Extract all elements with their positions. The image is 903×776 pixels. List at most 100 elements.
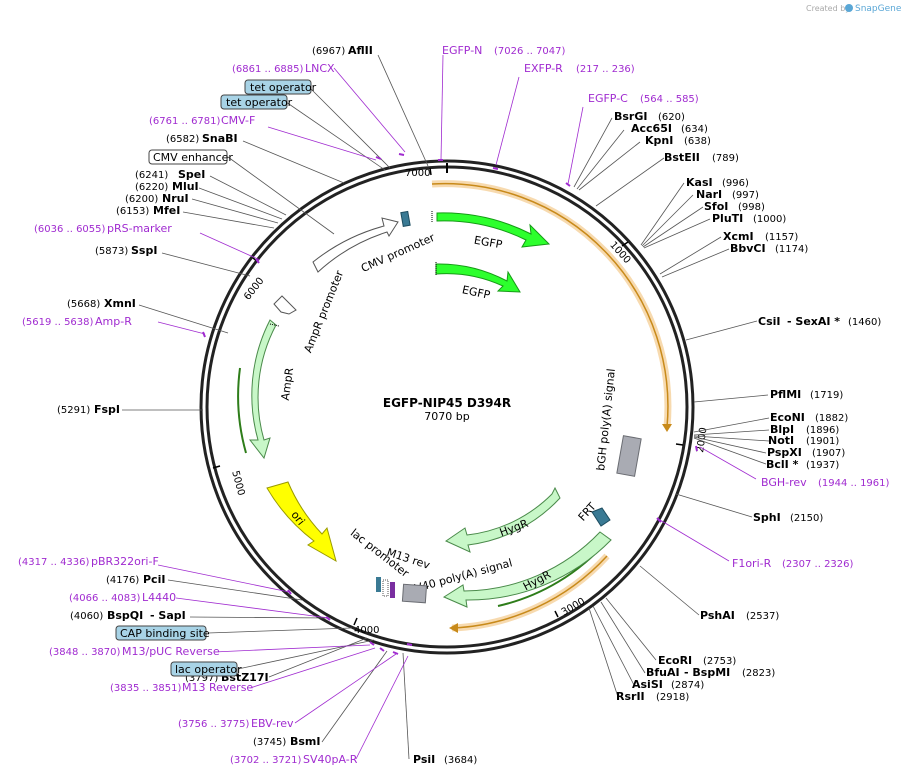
svg-text:(1719): (1719) [810,390,843,401]
enzyme-label-pflmi: PflMI (1719) [770,388,843,401]
svg-text:Amp-R: Amp-R [95,315,132,328]
svg-text:(3702 .. 3721): (3702 .. 3721) [230,755,302,766]
primer-label-m13-reverse: (3835 .. 3851)M13 Reverse [110,681,253,694]
svg-text:EGFP-N: EGFP-N [442,44,482,57]
svg-text:(3745): (3745) [253,737,286,748]
hygr-label-1: HygR [498,517,530,539]
svg-text:SspI: SspI [131,244,157,257]
enzyme-label-mfei: (6153)MfeI [116,204,180,217]
hygr-arrow-1 [444,486,561,553]
enzyme-label-nrui: (6200)NruI [125,192,189,205]
enzyme-label-xcmi: XcmI(1157) [723,230,798,243]
svg-text:3000: 3000 [560,596,588,618]
svg-text:CMV-F: CMV-F [221,114,255,127]
svg-text:tet operator: tet operator [226,96,293,109]
enzyme-label-kasi: KasI(996) [686,176,749,189]
svg-text:(2874): (2874) [671,680,704,691]
svg-text:PciI: PciI [143,573,165,586]
svg-text:5000: 5000 [229,470,246,497]
svg-text:F1ori-R: F1ori-R [732,557,772,570]
svg-text:(5291): (5291) [57,405,90,416]
svg-text:BstEII: BstEII [664,151,700,164]
svg-text:7000: 7000 [405,168,430,179]
svg-text:PflMI: PflMI [770,388,801,401]
enzyme-label-sphi: SphI(2150) [753,511,823,524]
svg-text:KasI: KasI [686,176,713,189]
primer-label-egfp-c: EGFP-C(564 .. 585) [588,92,699,105]
enzyme-label-bfuai: BfuAI- BspMI(2823) [646,666,775,679]
enzyme-label-bsmi: (3745) BsmI [253,735,321,748]
enzyme-label-bsrgi: BsrGI (620) [614,110,685,123]
egfp-arrow-1 [436,212,551,248]
enzyme-label-fspi: (5291) FspI [57,403,120,416]
ampr-promoter-arrow [273,295,297,315]
svg-text:(3848 .. 3870): (3848 .. 3870) [49,647,121,658]
box-label-cmv-enhancer: CMV enhancer [148,149,233,165]
enzyme-label-bspqi: (4060)BspQI- SapI [70,609,186,622]
enzyme-label-kpni: KpnI(638) [645,134,711,147]
svg-text:(997): (997) [732,190,759,201]
enzyme-label-xmni: (5668)XmnI [67,297,136,310]
svg-text:BsrGI: BsrGI [614,110,647,123]
primer-label-l4440: (4066 .. 4083)L4440 [69,591,176,604]
svg-text:SfoI: SfoI [704,200,728,213]
svg-text:RsrII: RsrII [616,690,645,703]
svg-text:M13 Reverse: M13 Reverse [182,681,253,694]
orf-arc-top-arrowhead [662,424,672,432]
svg-text:PshAI: PshAI [700,609,735,622]
svg-text:- SapI: - SapI [150,609,186,622]
primer-label-prs-marker: (6036 .. 6055)pRS-marker [34,222,172,235]
hygr-label-2: HygR [521,568,553,593]
svg-text:(998): (998) [738,202,765,213]
svg-text:FspI: FspI [94,403,120,416]
primer-label-sv40pa-r: (3702 .. 3721)SV40pA-R [230,753,358,766]
lac-feature-block-1 [376,577,381,592]
svg-text:tet operator: tet operator [250,81,317,94]
box-label-tet-operator-2: tet operator [220,94,293,110]
svg-text:M13/pUC Reverse: M13/pUC Reverse [122,645,220,658]
enzyme-label-pcii: (4176) PciI [106,573,165,586]
primer-marks [202,153,698,655]
svg-text:(3756 .. 3775): (3756 .. 3775) [178,719,250,730]
svg-text:LNCX: LNCX [305,62,335,75]
enzyme-label-ecori: EcoRI(2753) [658,654,736,667]
svg-text:(3835 .. 3851): (3835 .. 3851) [110,683,182,694]
primer-label-lncx: (6861 .. 6885)LNCX [232,62,335,75]
svg-text:BbvCI: BbvCI [730,242,766,255]
svg-text:(2918): (2918) [656,692,689,703]
svg-text:(6861 .. 6885): (6861 .. 6885) [232,64,304,75]
svg-text:CAP binding site: CAP binding site [120,627,210,640]
enzyme-label-sfoi: SfoI (998) [704,200,765,213]
svg-text:L4440: L4440 [142,591,176,604]
orf-arc-top-line [431,182,669,428]
svg-text:(1460): (1460) [848,317,881,328]
egfp-label-1: EGFP [473,234,504,252]
svg-text:CMV enhancer: CMV enhancer [153,151,233,164]
svg-text:(4317 .. 4336): (4317 .. 4336) [18,557,90,568]
ampr-label: AmpR [279,367,296,402]
svg-text:- SexAI *: - SexAI * [787,315,840,328]
m13-feature-block [390,582,395,598]
svg-text:(1157): (1157) [765,232,798,243]
orf-arc-bottom-arrowhead [449,623,458,633]
enzyme-label-asisi: AsiSI(2874) [632,678,704,691]
svg-text:CsiI: CsiI [758,315,780,328]
svg-text:(4176): (4176) [106,575,139,586]
primer-label-egfp-n: EGFP-N(7026 .. 7047) [442,44,566,57]
ampr-promoter-label: AmpR promoter [301,268,346,354]
primer-label-pbr322ori-f: (4317 .. 4336)pBR322ori-F [18,555,159,568]
svg-text:BsmI: BsmI [290,735,321,748]
tick-3000: 3000 [554,596,588,618]
svg-text:pBR322ori-F: pBR322ori-F [91,555,159,568]
svg-text:(1937): (1937) [806,460,839,471]
svg-text:(620): (620) [658,112,685,123]
primer-label-m13-puc-reverse: (3848 .. 3870)M13/pUC Reverse [49,645,220,658]
svg-text:NotI: NotI [768,434,794,447]
plasmid-length: 7070 bp [424,410,469,423]
svg-text:(6582): (6582) [166,134,199,145]
svg-text:4000: 4000 [354,625,379,636]
enzyme-label-psii: PsiI(3684) [413,753,477,766]
watermark-label: Created by [806,4,850,13]
svg-text:(1896): (1896) [806,425,839,436]
egfp-label-2: EGFP [461,283,492,302]
